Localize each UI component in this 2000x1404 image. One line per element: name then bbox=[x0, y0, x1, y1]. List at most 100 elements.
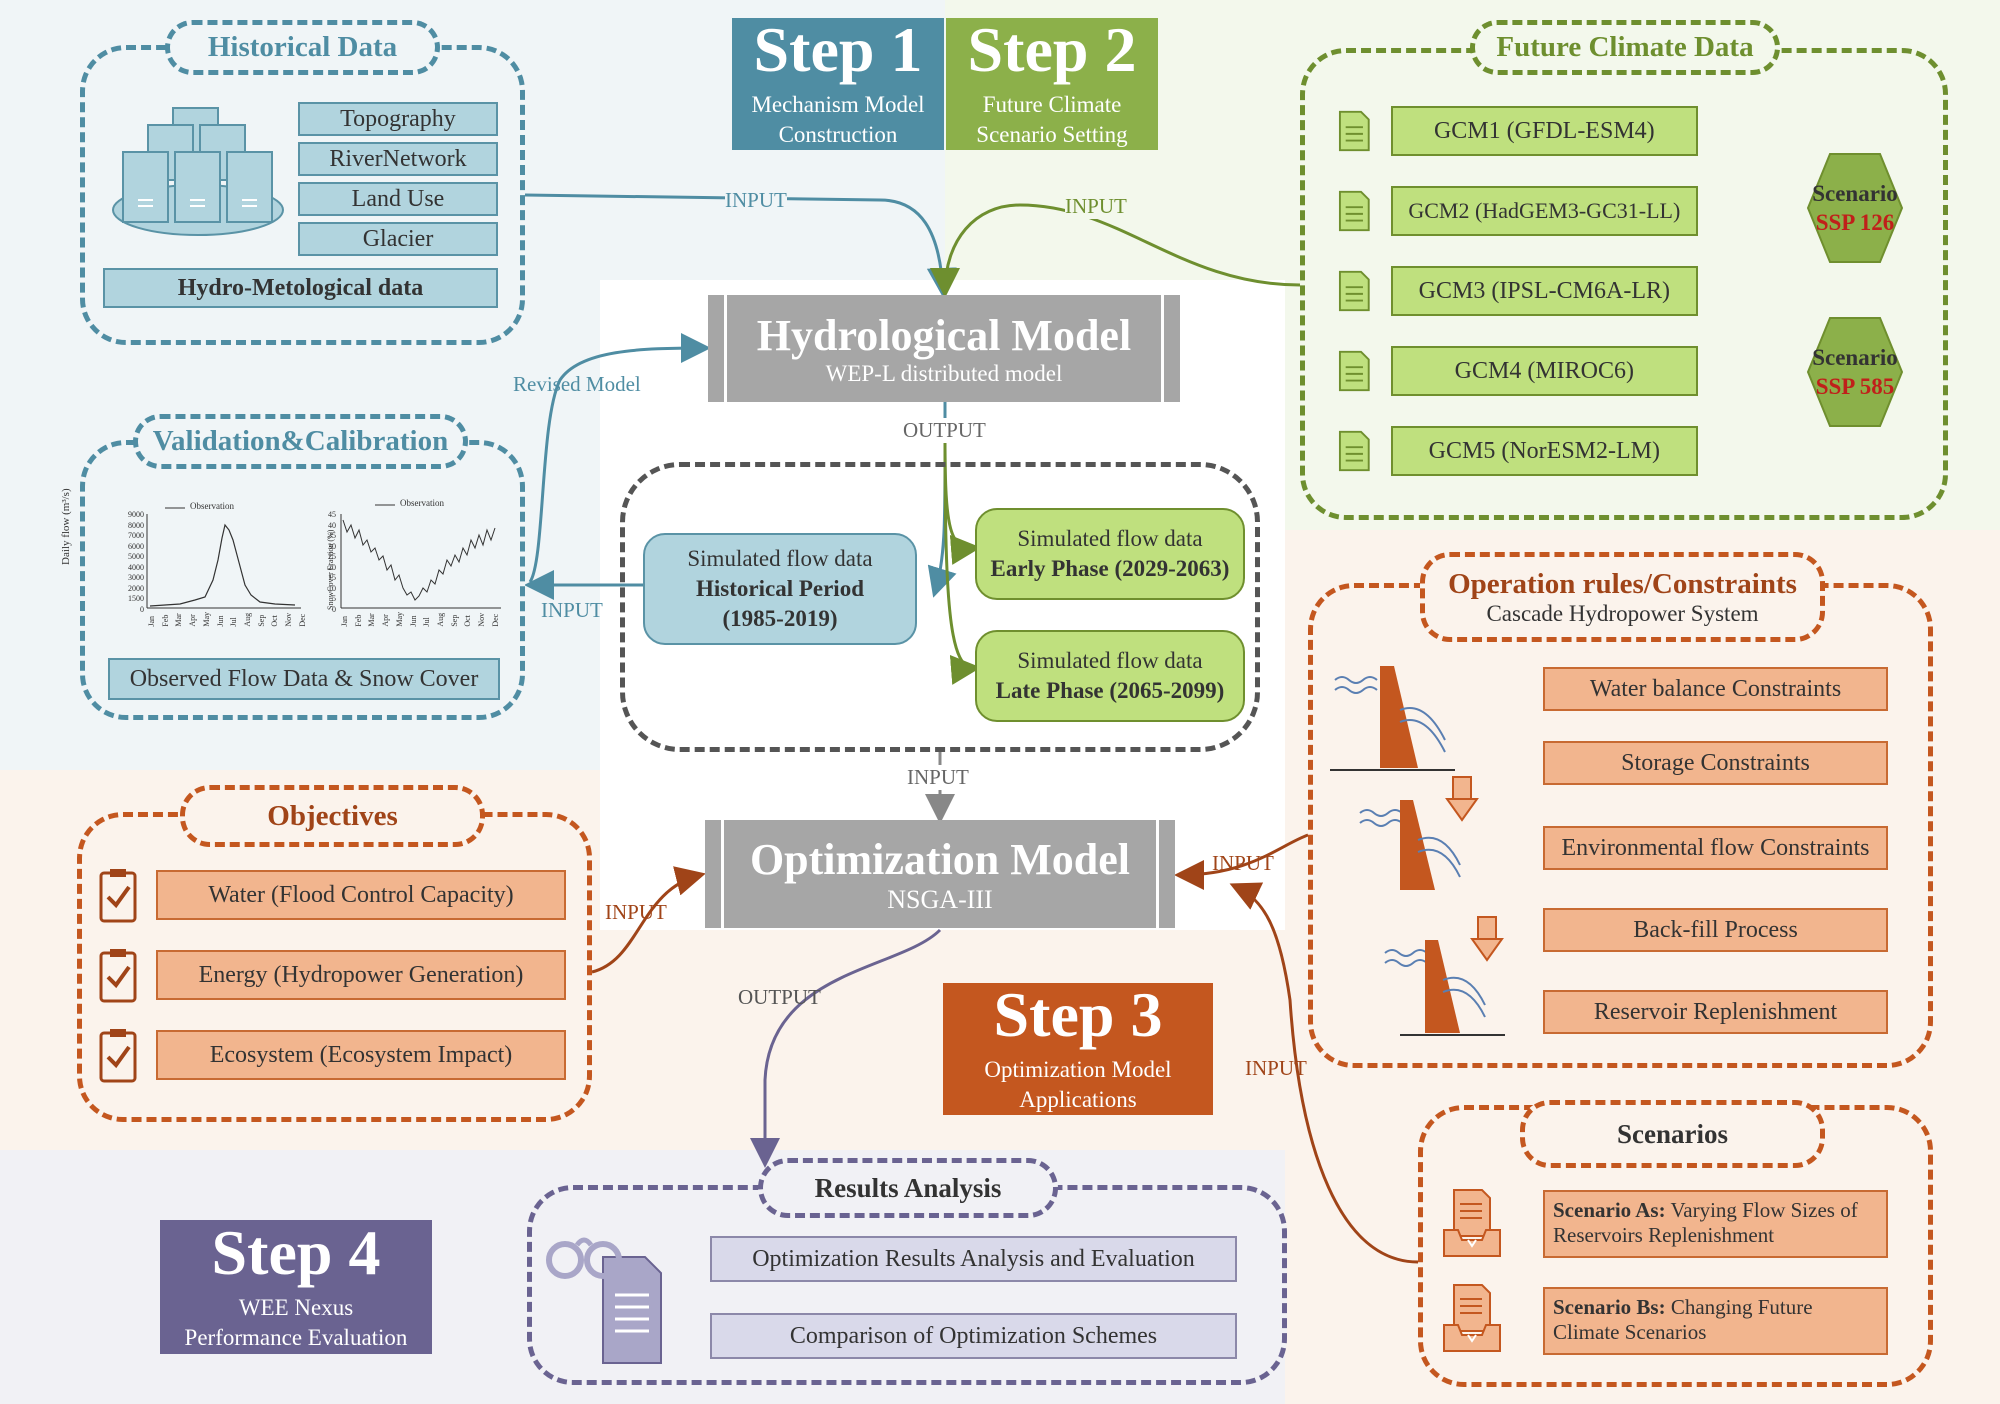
chart1-ytick: 8000 bbox=[128, 520, 144, 530]
gcm-item: GCM2 (HadGEM3-GC31-LL) bbox=[1390, 186, 1698, 236]
label-input-operation: INPUT bbox=[1212, 851, 1274, 875]
sim-historical-box: Simulated flow data Historical Period (1… bbox=[643, 533, 917, 645]
chart1-xtick: Dec bbox=[297, 613, 307, 627]
step1-line2: Construction bbox=[778, 122, 898, 147]
scenario-2-name: SSP 585 bbox=[1815, 374, 1895, 399]
scenario-a-bold: Scenario As: bbox=[1553, 1198, 1666, 1222]
arrow-opt-to-results bbox=[750, 928, 942, 1168]
chart1-xtick: Nov bbox=[284, 612, 294, 627]
step3-line1: Optimization Model bbox=[984, 1057, 1172, 1083]
historical-data-title: Historical Data bbox=[165, 20, 440, 75]
scenario-1-name: SSP 126 bbox=[1815, 210, 1895, 235]
step2-header: Step 2 Future Climate Scenario Setting bbox=[946, 18, 1158, 150]
document-icon bbox=[1338, 350, 1370, 392]
label-input-scenarios: INPUT bbox=[1245, 1056, 1307, 1080]
step3-title: Step 3 bbox=[993, 979, 1163, 1051]
scenarios-title: Scenarios bbox=[1520, 1100, 1825, 1168]
checklist-icon bbox=[99, 869, 137, 923]
objective-item: Ecosystem (Ecosystem Impact) bbox=[156, 1030, 566, 1080]
chart2-xtick: Dec bbox=[490, 613, 500, 627]
sim-late-box: Simulated flow data Late Phase (2065-209… bbox=[975, 630, 1245, 722]
chart1-xtick: Jan bbox=[147, 616, 156, 627]
chart2-xtick: Jul bbox=[422, 617, 432, 627]
historical-item-rivernetwork: RiverNetwork bbox=[298, 142, 498, 176]
chart2-xtick: Aug bbox=[436, 612, 446, 627]
sim-hist-line2: Historical Period bbox=[696, 576, 864, 602]
chart1-ytick: 4000 bbox=[128, 562, 144, 572]
arrow-future-to-hydro bbox=[930, 203, 1301, 298]
chart2-xtick: Apr bbox=[381, 614, 391, 627]
chart1-xtick: Aug bbox=[243, 612, 253, 627]
arrow-revised-model bbox=[528, 333, 711, 583]
label-input-future: INPUT bbox=[1065, 194, 1127, 219]
chart2-ytick: 25 bbox=[328, 552, 336, 561]
step2-title: Step 2 bbox=[967, 14, 1137, 86]
document-tray-icon bbox=[1443, 1189, 1501, 1257]
results-item-optimization-analysis: Optimization Results Analysis and Evalua… bbox=[710, 1236, 1237, 1282]
scenario-hexagons bbox=[1806, 153, 1904, 427]
dam-replenish-icon bbox=[1384, 916, 1505, 1036]
chart1-xtick: Sep bbox=[256, 614, 266, 627]
database-icon bbox=[112, 107, 284, 236]
historical-item-topography: Topography bbox=[298, 102, 498, 136]
chart2-xtick: Jun bbox=[408, 615, 418, 627]
gcm-item: GCM4 (MIROC6) bbox=[1390, 346, 1698, 396]
observed-flow-chart bbox=[146, 507, 301, 609]
chart2-xtick: Sep bbox=[449, 614, 459, 627]
constraint-storage: Storage Constraints bbox=[1543, 741, 1888, 785]
objective-item: Energy (Hydropower Generation) bbox=[156, 950, 566, 1000]
scenario-b-bold: Scenario Bs: bbox=[1553, 1295, 1666, 1319]
optimization-model-box: Optimization Model NSGA-III bbox=[705, 820, 1175, 928]
scenario-2-label: Scenario bbox=[1812, 345, 1898, 371]
dam-backfill-icon bbox=[1359, 776, 1479, 890]
gcm-item: GCM5 (NorESM2-LM) bbox=[1390, 426, 1698, 476]
step2-line1: Future Climate bbox=[982, 92, 1122, 118]
dam-icon bbox=[1330, 666, 1455, 771]
chart1-xtick: May bbox=[201, 612, 211, 627]
chart2-ytick: 0 bbox=[332, 604, 336, 614]
chart2-ytick: 20 bbox=[328, 562, 336, 572]
chart2-ytick: 35 bbox=[328, 531, 336, 540]
chart1-xtick: Oct bbox=[270, 615, 280, 627]
chart1-ytick: 7000 bbox=[128, 531, 144, 540]
simulation-group bbox=[620, 462, 1260, 752]
document-tray-icon bbox=[1443, 1284, 1501, 1352]
chart1-ytick: 2000 bbox=[128, 583, 144, 593]
chart2-xtick: May bbox=[394, 612, 404, 627]
label-input-validation: INPUT bbox=[541, 598, 603, 622]
chart2-ytick: 15 bbox=[328, 573, 336, 582]
document-icon bbox=[1338, 110, 1370, 152]
review-document-icon bbox=[546, 1237, 662, 1364]
objectives-title: Objectives bbox=[180, 785, 485, 847]
chart1-ytick: 9000 bbox=[128, 510, 144, 519]
label-output-hydro: OUTPUT bbox=[903, 418, 986, 443]
label-input-historical: INPUT bbox=[725, 188, 787, 213]
scenario-b-box: Scenario Bs: Changing Future Climate Sce… bbox=[1543, 1287, 1888, 1355]
snow-cover-chart bbox=[340, 504, 501, 609]
checklist-icon bbox=[99, 949, 137, 1003]
opt-model-title: Optimization Model bbox=[749, 834, 1131, 884]
sim-hist-line3: (1985-2019) bbox=[722, 605, 838, 631]
validation-title: Validation&Calibration bbox=[133, 414, 468, 469]
constraint-environmental-flow: Environmental flow Constraints bbox=[1543, 826, 1888, 870]
step1-line1: Mechanism Model bbox=[751, 92, 925, 118]
hydro-model-title: Hydrological Model bbox=[756, 311, 1132, 360]
hydrological-model-box: Hydrological Model WEP-L distributed mod… bbox=[708, 295, 1180, 402]
sim-late-line1: Simulated flow data bbox=[1017, 648, 1203, 674]
constraint-water-balance: Water balance Constraints bbox=[1543, 667, 1888, 711]
step4-title: Step 4 bbox=[211, 1217, 381, 1289]
chart2-ytick: 10 bbox=[328, 583, 336, 593]
chart1-xtick: Apr bbox=[188, 614, 198, 627]
chart1-ylabel: Daily flow (m³/s) bbox=[60, 488, 72, 565]
results-title: Results Analysis bbox=[758, 1158, 1058, 1218]
arrow-objectives-to-opt bbox=[591, 866, 706, 974]
document-icon bbox=[1338, 190, 1370, 232]
document-icon bbox=[1338, 270, 1370, 312]
chart1-xtick: Feb bbox=[160, 614, 170, 627]
scenario-1: Scenario SSP 126 bbox=[1800, 174, 1910, 244]
arrow-operation-to-opt bbox=[1174, 833, 1309, 890]
